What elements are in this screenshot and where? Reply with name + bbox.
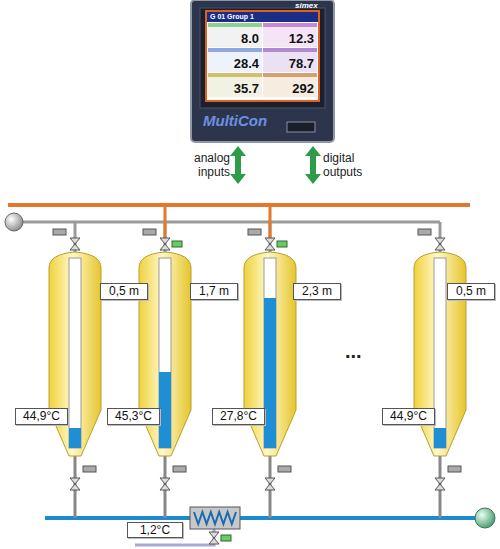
level-tube xyxy=(69,258,81,448)
level-readout: 1,7 m xyxy=(190,283,238,300)
tank-body xyxy=(244,252,296,456)
valve-symbol xyxy=(265,238,275,250)
valve-symbol xyxy=(435,478,445,490)
liquid-level xyxy=(159,372,171,448)
exchanger-coil xyxy=(194,512,236,524)
valve-symbol xyxy=(70,238,80,250)
valve-symbol xyxy=(435,238,445,250)
signal-arrow xyxy=(305,146,321,184)
screen-header: G 01 Group 1 xyxy=(207,12,318,22)
level-tube xyxy=(159,258,171,448)
pump-symbol xyxy=(5,213,23,231)
display-cell: 12.3 xyxy=(263,23,317,47)
readout-value: 0,5 m xyxy=(448,284,494,299)
ellipsis-mark: ... xyxy=(345,344,385,358)
sensor-symbol xyxy=(173,466,186,472)
readout-value: 0,5 m xyxy=(101,284,147,299)
device-bezel xyxy=(200,8,325,108)
valve-symbol xyxy=(160,478,170,490)
readout-value: 27,8°C xyxy=(213,409,264,424)
signal-label: analog inputs xyxy=(180,151,230,179)
level-tube xyxy=(434,258,446,448)
liquid-level xyxy=(69,428,81,448)
measured-value: 35.7 xyxy=(234,81,259,96)
controller-device: simexMultiCon G 01 Group 1 8.0 12.3 28.4 78.7… xyxy=(191,0,334,142)
signal-label: digital outputs xyxy=(323,151,373,179)
display-screen: G 01 Group 1 8.0 12.3 28.4 78.7 35.7 292 xyxy=(205,10,320,102)
grey-pipe xyxy=(22,221,440,224)
display-cell: 28.4 xyxy=(208,48,262,72)
sensor-symbol xyxy=(143,229,156,235)
level-readout: 0,5 m xyxy=(447,283,495,300)
actuator-symbol xyxy=(221,535,231,541)
sensor-symbol xyxy=(53,229,66,235)
heat-exchanger xyxy=(190,507,240,529)
tank-body xyxy=(49,252,101,456)
card-slot xyxy=(287,122,315,132)
level-readout: 2,3 m xyxy=(293,283,341,300)
display-cell: 8.0 xyxy=(208,23,262,47)
temperature-readout: 27,8°C xyxy=(212,408,265,425)
display-cell: 292 xyxy=(263,73,317,97)
valve-symbol xyxy=(265,478,275,490)
orange-pipe xyxy=(8,203,470,207)
liquid-level xyxy=(434,428,446,448)
readout-value: 45,3°C xyxy=(108,409,159,424)
measured-value: 292 xyxy=(292,81,314,96)
temperature-readout: 45,3°C xyxy=(107,408,160,425)
signal-arrow xyxy=(230,146,246,184)
readout-value: 1,2°C xyxy=(128,523,182,538)
blue-pipe xyxy=(45,516,476,520)
pump-symbol xyxy=(475,508,495,528)
readout-value: 44,9°C xyxy=(16,409,67,424)
liquid-level xyxy=(264,298,276,448)
measured-value: 12.3 xyxy=(289,31,314,46)
measured-value: 78.7 xyxy=(289,56,314,71)
device-body xyxy=(191,0,334,142)
brand-logo: simex xyxy=(295,1,318,10)
readout-value: 2,3 m xyxy=(294,284,340,299)
actuator-symbol xyxy=(277,241,287,247)
valve-symbol xyxy=(209,532,219,544)
level-tube xyxy=(264,258,276,448)
readout-value: 44,9°C xyxy=(383,409,434,424)
actuator-symbol xyxy=(172,241,182,247)
sensor-symbol xyxy=(83,466,96,472)
sensor-symbol xyxy=(448,466,461,472)
valve-symbol xyxy=(70,478,80,490)
temperature-readout: 44,9°C xyxy=(382,408,435,425)
readout-value: 1,7 m xyxy=(191,284,237,299)
orange-inlet xyxy=(269,205,272,238)
display-cell: 78.7 xyxy=(263,48,317,72)
sensor-symbol xyxy=(278,466,291,472)
temperature-readout: 1,2°C xyxy=(127,522,183,538)
display-cell: 35.7 xyxy=(208,73,262,97)
device-name: MultiCon xyxy=(203,112,267,129)
sensor-symbol xyxy=(248,229,261,235)
valve-symbol xyxy=(160,238,170,250)
sensor-symbol xyxy=(418,229,431,235)
temperature-readout: 44,9°C xyxy=(15,408,68,425)
level-readout: 0,5 m xyxy=(100,283,148,300)
orange-inlet xyxy=(164,205,167,238)
measured-value: 28.4 xyxy=(234,56,259,71)
measured-value: 8.0 xyxy=(241,31,259,46)
